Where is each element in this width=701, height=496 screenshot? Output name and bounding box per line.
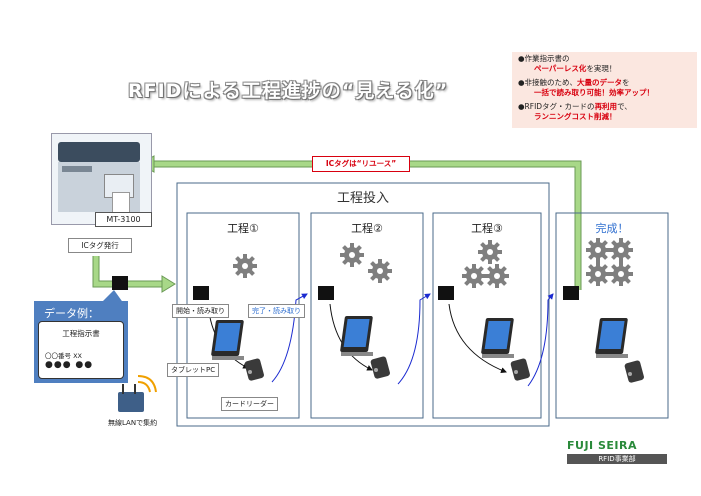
- bullet-line-4: 一括で読み取り可能！効率アップ！: [534, 88, 654, 97]
- ic-card-icon: [193, 286, 209, 300]
- ic-card-icon: [318, 286, 334, 300]
- card-reader-label: カードリーダー: [221, 397, 278, 411]
- ic-card-icon: [563, 286, 579, 300]
- process-2-title: 工程②: [351, 222, 383, 235]
- instruction-sheet-dots: ●●● ●●: [45, 360, 94, 370]
- wifi-router-icon: [118, 375, 157, 412]
- instruction-sheet: 工程指示書 〇〇番号 XX ●●● ●●: [38, 321, 124, 379]
- ic-card-icon: [438, 286, 454, 300]
- card-reader-icon: [510, 357, 531, 382]
- feature-list: ●作業指示書の ペーパーレス化を実現！ ●非接触のため、大量のデータを 一括で読…: [512, 52, 697, 128]
- bullet-line-6: ランニングコスト削減！: [534, 112, 617, 121]
- bullet-line-5: ●RFIDタグ・カードの再利用で、: [518, 102, 632, 111]
- tablet-icon: [480, 318, 514, 358]
- done-title: 完成！: [595, 222, 629, 235]
- card-reader-icon: [624, 359, 645, 384]
- tablet-label: タブレットPC: [167, 363, 220, 377]
- wifi-label: 無線LANで集約: [108, 419, 158, 427]
- tablet-icon: [594, 318, 628, 358]
- card-reader-icon: [244, 357, 265, 382]
- page-title: RFIDによる工程進捗の“見える化”: [128, 80, 449, 102]
- instruction-sheet-title: 工程指示書: [62, 329, 100, 338]
- callout-pointer: [100, 290, 124, 304]
- tablet-icon: [210, 320, 244, 360]
- bullet-line-1: ●作業指示書の: [518, 54, 570, 63]
- logo-subtext: RFID事業部: [567, 454, 667, 464]
- tablet-icon: [339, 316, 373, 356]
- logo-text: FUJI SEIRA: [567, 439, 637, 452]
- issue-label: ICタグ発行: [68, 238, 132, 253]
- process-frame-2: [310, 212, 424, 419]
- start-read-label: 開始・読み取り: [172, 304, 229, 318]
- company-logo: FUJI SEIRA RFID事業部: [567, 440, 667, 465]
- printer-image: [51, 133, 152, 225]
- complete-read-label: 完了・読み取り: [248, 304, 305, 318]
- data-example-panel: データ例： 工程指示書 〇〇番号 XX ●●● ●●: [34, 301, 128, 383]
- data-example-heading: データ例：: [44, 307, 99, 320]
- process-3-title: 工程③: [471, 222, 503, 235]
- printer-model-label: MT-3100: [95, 212, 152, 227]
- bullet-line-2: ペーパーレス化を実現！: [534, 64, 617, 73]
- bullet-line-3: ●非接触のため、大量のデータを: [518, 78, 630, 87]
- process-frame-done: [555, 212, 669, 419]
- main-frame-title: 工程投入: [336, 191, 389, 206]
- ic-card-icon: [112, 276, 128, 290]
- card-reader-icon: [370, 355, 391, 380]
- reuse-label: ICタグは“リユース”: [312, 156, 410, 172]
- process-frame-3: [432, 212, 542, 419]
- process-1-title: 工程①: [227, 222, 259, 235]
- instruction-sheet-number: 〇〇番号 XX: [45, 352, 82, 360]
